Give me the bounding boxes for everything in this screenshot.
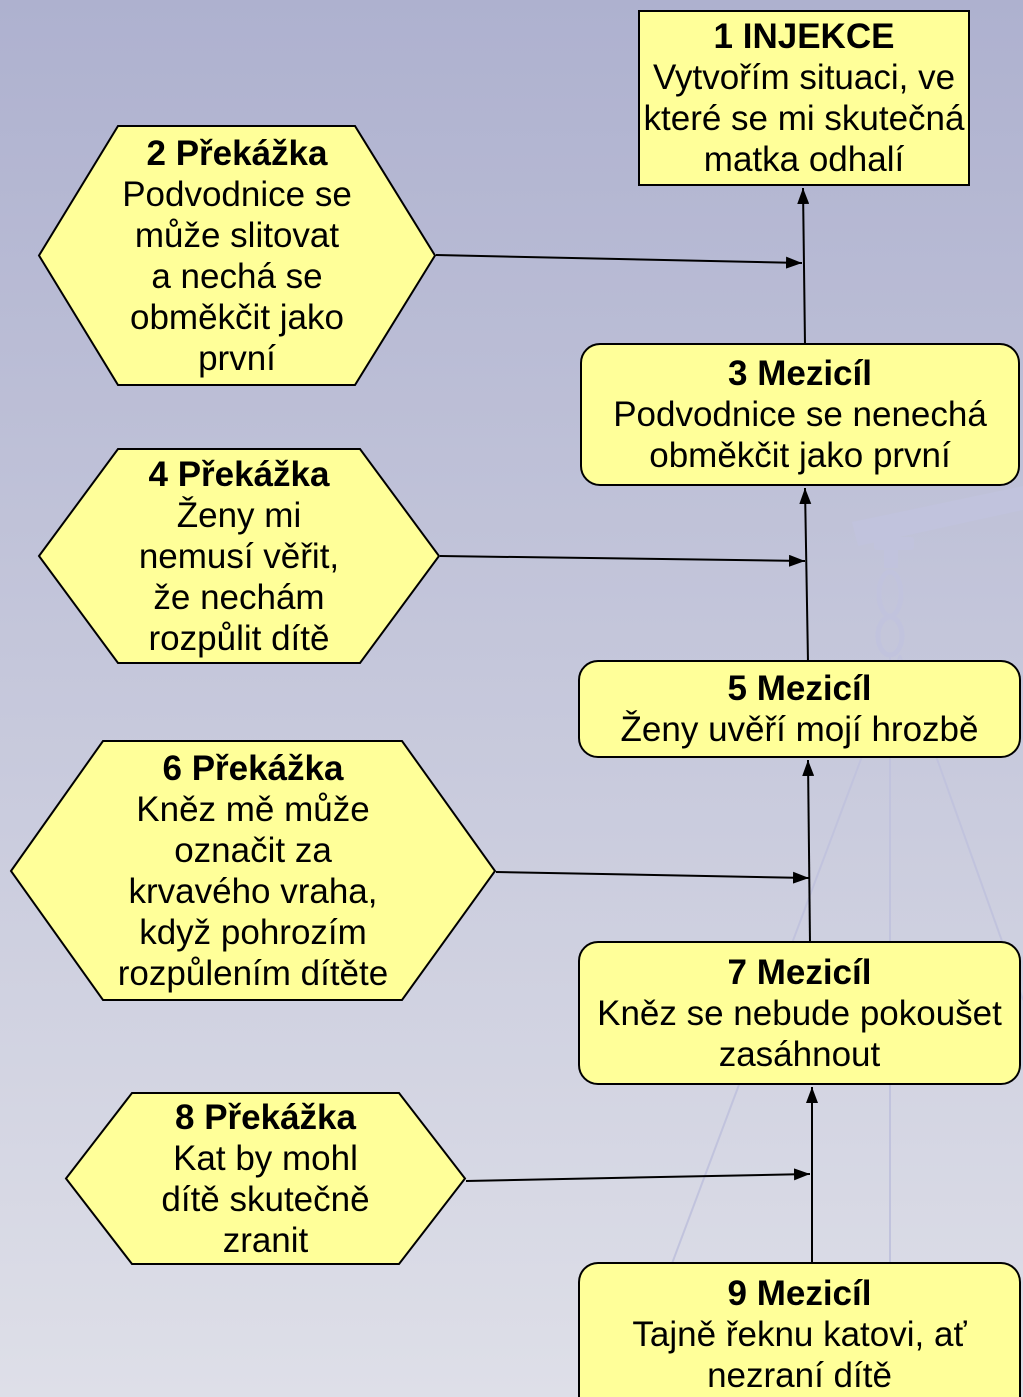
- obstacle-4-title: 4 Překážka: [148, 454, 330, 494]
- obstacle-2-title: 2 Překážka: [146, 133, 328, 173]
- subgoal-3-text: Podvodnice se nenechá obměkčit jako prvn…: [613, 395, 987, 475]
- obstacle-node-2: 2 Překážka Podvodnice se může slitovat a…: [37, 125, 437, 386]
- subgoal-9-label: 9 Mezicíl Tajně řeknu katovi, ať nezraní…: [580, 1264, 1019, 1397]
- obstacle-2-label: 2 Překážka Podvodnice se může slitovat a…: [38, 125, 436, 386]
- hexagon-shape: [37, 448, 441, 664]
- obstacle-6-label: 6 Překážka Kněz mě může označit za krvav…: [10, 740, 496, 1001]
- obstacle-4-hexagon: [37, 448, 441, 664]
- goal-node-injekce: 1 INJEKCE Vytvořím situaci, ve které se …: [638, 10, 970, 186]
- goal-node-label: 1 INJEKCE Vytvořím situaci, ve které se …: [640, 12, 968, 184]
- subgoal-3-title: 3 Mezicíl: [728, 354, 872, 393]
- arrow-obstacle-6-to-connector: [495, 871, 810, 884]
- subgoal-5-text: Ženy uvěří mojí hrozbě: [620, 710, 979, 749]
- arrow-obstacle-4-to-connector: [439, 554, 806, 567]
- subgoal-node-7: 7 Mezicíl Kněz se nebude pokoušet zasáhn…: [578, 941, 1021, 1085]
- subgoal-9-title: 9 Mezicíl: [727, 1274, 872, 1313]
- obstacle-4-label: 4 Překážka Ženy mi nemusí věřit, že nech…: [38, 448, 440, 664]
- subgoal-7-title: 7 Mezicíl: [727, 952, 872, 992]
- goal-text: Vytvořím situaci, ve které se mi skutečn…: [643, 58, 965, 179]
- obstacle-8-label: 8 Překážka Kat by mohl dítě skutečně zra…: [65, 1092, 466, 1265]
- obstacle-node-4: 4 Překážka Ženy mi nemusí věřit, že nech…: [37, 448, 441, 664]
- obstacle-8-title: 8 Překážka: [175, 1097, 356, 1137]
- subgoal-node-9: 9 Mezicíl Tajně řeknu katovi, ať nezraní…: [578, 1262, 1021, 1397]
- obstacle-8-text: Kat by mohl dítě skutečně zranit: [161, 1138, 370, 1260]
- obstacle-4-text: Ženy mi nemusí věřit, že nechám rozpůlit…: [138, 495, 340, 658]
- arrow-obstacle-2-to-connector: [435, 254, 803, 269]
- arrow-subgoal-5-to-subgoal-3: [799, 487, 812, 663]
- goal-title: 1 INJEKCE: [713, 17, 895, 56]
- obstacle-6-hexagon: [9, 740, 497, 1001]
- scale-bracket-neck: [884, 548, 898, 568]
- subgoal-node-3: 3 Mezicíl Podvodnice se nenechá obměkčit…: [580, 343, 1020, 486]
- scale-bracket: [874, 537, 914, 550]
- obstacle-6-title: 6 Překážka: [162, 748, 344, 788]
- obstacle-node-6: 6 Překážka Kněz mě může označit za krvav…: [9, 740, 497, 1001]
- obstacle-2-text: Podvodnice se může slitovat a nechá se o…: [122, 174, 352, 378]
- obstacle-8-hexagon: [64, 1092, 467, 1265]
- hexagon-shape: [9, 740, 497, 1001]
- scale-beam: [852, 486, 1023, 546]
- subgoal-9-text: Tajně řeknu katovi, ať nezraní dítě: [632, 1315, 967, 1395]
- arrow-subgoal-7-to-subgoal-5: [802, 759, 815, 944]
- obstacle-6-text: Kněz mě může označit za krvavého vraha, …: [117, 789, 389, 993]
- obstacle-node-8: 8 Překážka Kat by mohl dítě skutečně zra…: [64, 1092, 467, 1265]
- obstacle-2-hexagon: [37, 125, 437, 386]
- hexagon-shape: [37, 125, 437, 386]
- subgoal-3-label: 3 Mezicíl Podvodnice se nenechá obměkčit…: [582, 345, 1018, 484]
- arrow-obstacle-8-to-connector: [465, 1168, 811, 1182]
- arrow-subgoal-3-to-goal-1: [797, 187, 810, 346]
- hexagon-shape: [64, 1092, 467, 1265]
- subgoal-7-label: 7 Mezicíl Kněz se nebude pokoušet zasáhn…: [580, 943, 1019, 1083]
- subgoal-7-text: Kněz se nebude pokoušet zasáhnout: [597, 993, 1002, 1074]
- subgoal-node-5: 5 Mezicíl Ženy uvěří mojí hrozbě: [578, 660, 1021, 758]
- subgoal-5-title: 5 Mezicíl: [727, 669, 872, 708]
- subgoal-5-label: 5 Mezicíl Ženy uvěří mojí hrozbě: [580, 662, 1019, 756]
